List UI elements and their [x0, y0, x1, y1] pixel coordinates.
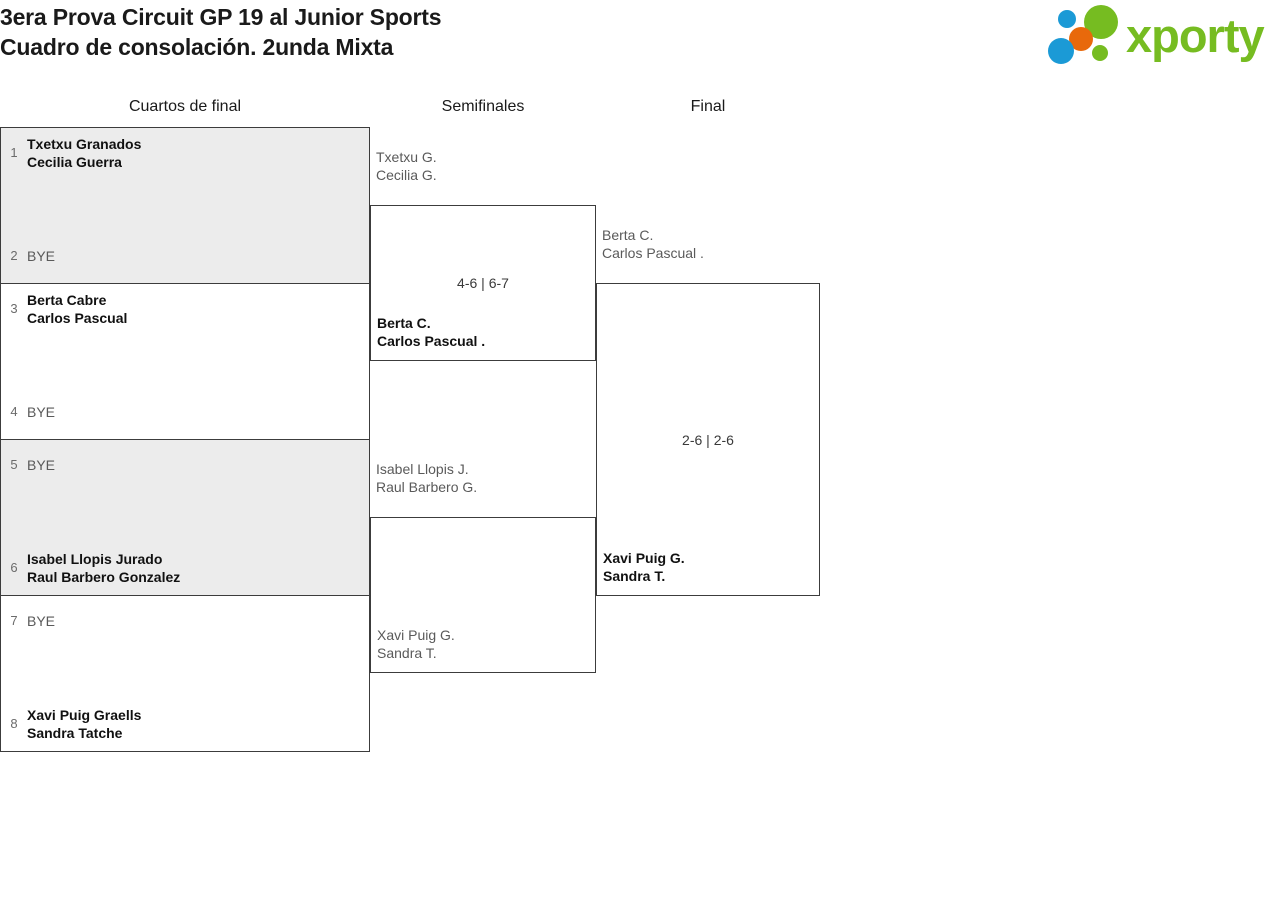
- match-score: 4-6 | 6-7: [457, 275, 509, 291]
- team-name: BYE: [27, 613, 56, 629]
- final-match[interactable]: 2-6 | 2-6 Xavi Puig G. Sandra T.: [596, 283, 820, 596]
- title-line-2: Cuadro de consolación. 2unda Mixta: [0, 34, 394, 60]
- page-title: 3era Prova Circuit GP 19 al Junior Sport…: [0, 2, 442, 62]
- semifinal-2-upper-team: Isabel Llopis J. Raul Barbero G.: [376, 461, 478, 495]
- semifinal-1-lower-team: Berta C. Carlos Pascual .: [377, 315, 486, 349]
- title-line-1: 3era Prova Circuit GP 19 al Junior Sport…: [0, 4, 442, 30]
- match-slot-top[interactable]: 3 Berta Cabre Carlos Pascual: [1, 288, 369, 330]
- quarterfinal-match-1[interactable]: 1 Txetxu Granados Cecilia Guerra 2 BYE: [0, 127, 370, 284]
- quarterfinal-match-3[interactable]: 5 BYE 6 Isabel Llopis Jurado Raul Barber…: [0, 439, 370, 596]
- seed-number: 3: [10, 301, 18, 316]
- final-upper-team: Berta C. Carlos Pascual .: [602, 227, 704, 261]
- seed-number: 2: [10, 248, 18, 263]
- seed-number: 6: [10, 560, 18, 575]
- match-slot-top[interactable]: 5 BYE: [1, 444, 369, 486]
- seed-number: 7: [10, 613, 18, 628]
- semifinal-2-lower-team: Xavi Puig G. Sandra T.: [377, 627, 455, 661]
- seed-number: 5: [10, 457, 18, 472]
- page-header: 3era Prova Circuit GP 19 al Junior Sport…: [0, 0, 1280, 92]
- semifinal-match-1[interactable]: 4-6 | 6-7 Berta C. Carlos Pascual .: [370, 205, 596, 361]
- match-slot-bottom[interactable]: 8 Xavi Puig Graells Sandra Tatche: [1, 703, 369, 745]
- final-lower-team: Xavi Puig G. Sandra T.: [603, 550, 685, 584]
- match-score: 2-6 | 2-6: [682, 431, 734, 448]
- match-slot-bottom[interactable]: 6 Isabel Llopis Jurado Raul Barbero Gonz…: [1, 547, 369, 589]
- match-slot-bottom[interactable]: 2 BYE: [1, 235, 369, 277]
- match-slot-bottom[interactable]: 4 BYE: [1, 391, 369, 433]
- semifinal-1-upper-team: Txetxu G. Cecilia G.: [376, 149, 437, 183]
- team-name: BYE: [27, 248, 56, 264]
- match-slot-top[interactable]: 7 BYE: [1, 600, 369, 642]
- team-name: BYE: [27, 457, 56, 473]
- team-name: Isabel Llopis Jurado Raul Barbero Gonzal…: [27, 551, 181, 585]
- bracket-grid: 1 Txetxu Granados Cecilia Guerra 2 BYE 3…: [0, 127, 1280, 767]
- match-slot-top[interactable]: 1 Txetxu Granados Cecilia Guerra: [1, 132, 369, 174]
- round-header-quarterfinals: Cuartos de final: [128, 98, 242, 115]
- quarterfinal-match-2[interactable]: 3 Berta Cabre Carlos Pascual 4 BYE: [0, 283, 370, 440]
- seed-number: 4: [10, 404, 18, 419]
- semifinal-match-2[interactable]: Xavi Puig G. Sandra T.: [370, 517, 596, 673]
- team-name: BYE: [27, 404, 56, 420]
- svg-text:xporty: xporty: [1126, 9, 1265, 62]
- team-name: Txetxu Granados Cecilia Guerra: [27, 136, 142, 170]
- xporty-logo[interactable]: xporty: [1048, 4, 1276, 66]
- seed-number: 1: [10, 145, 18, 160]
- team-name: Xavi Puig Graells Sandra Tatche: [27, 707, 142, 741]
- round-header-final: Final: [690, 98, 726, 115]
- seed-number: 8: [10, 716, 18, 731]
- round-header-semifinals: Semifinales: [441, 98, 525, 115]
- team-name: Berta Cabre Carlos Pascual: [27, 292, 128, 326]
- quarterfinal-match-4[interactable]: 7 BYE 8 Xavi Puig Graells Sandra Tatche: [0, 595, 370, 752]
